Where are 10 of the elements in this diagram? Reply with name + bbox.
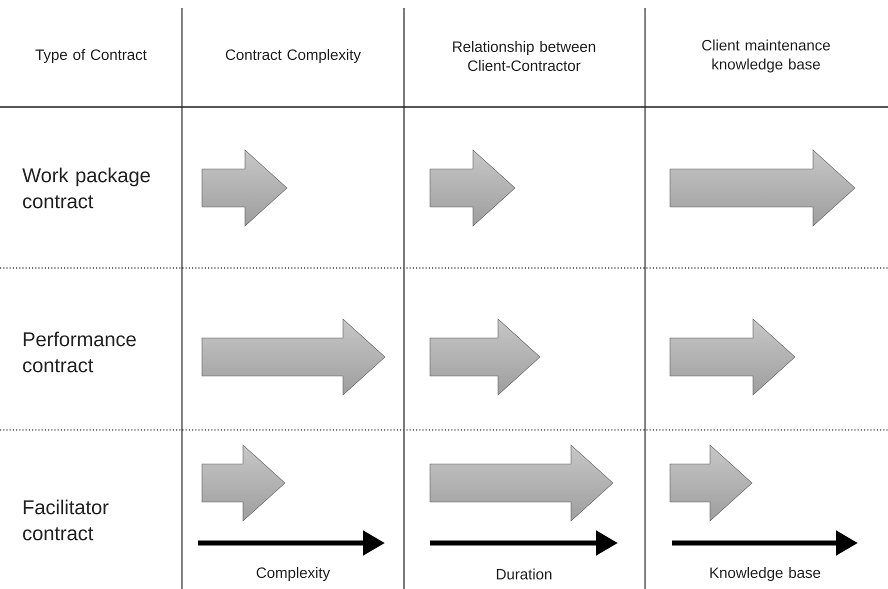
column-header: Type of Contract — [35, 49, 147, 63]
axis-label: Duration — [496, 568, 552, 580]
column-header: Client maintenance knowledge base — [702, 40, 830, 72]
axis-label: Knowledge base — [710, 567, 820, 581]
row-header: Performance contract — [23, 332, 136, 372]
row-header: Facilitator contract — [23, 500, 109, 540]
column-header: Contract Complexity — [226, 49, 361, 63]
row-header: Work package contract — [22, 168, 150, 208]
column-header: Relationship between Client-Contractor — [453, 41, 596, 71]
axis-label: Complexity — [256, 567, 330, 581]
